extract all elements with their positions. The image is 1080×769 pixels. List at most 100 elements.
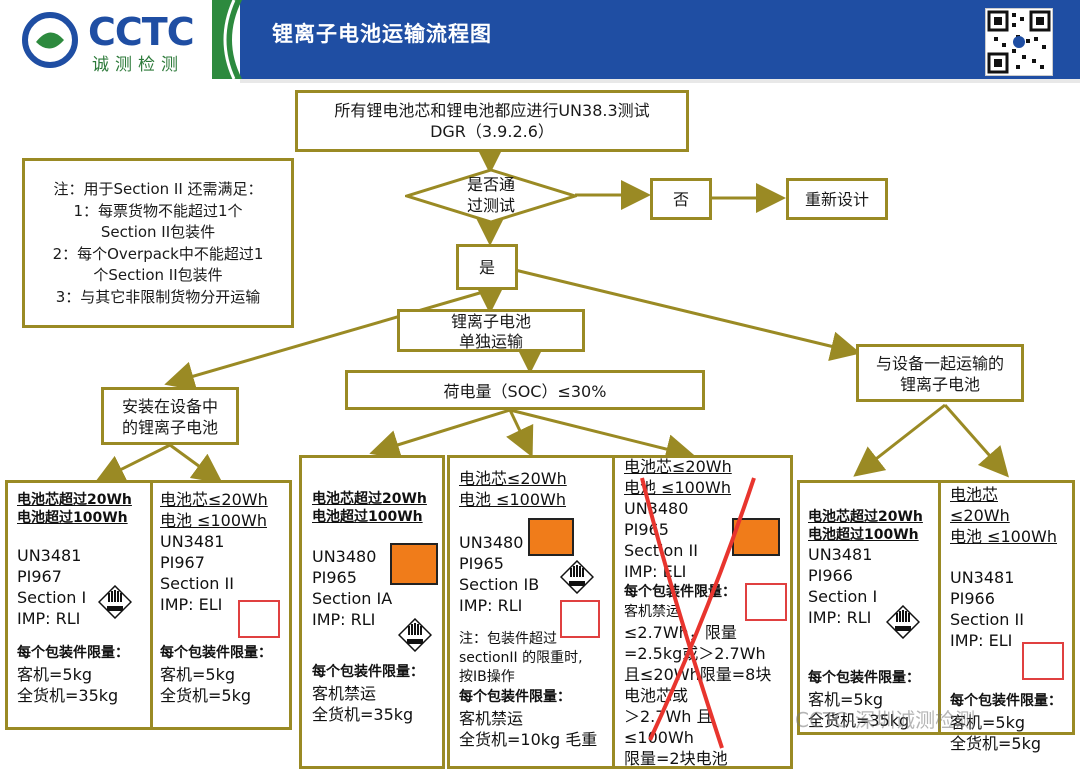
c5-un: UN3480 <box>624 499 689 518</box>
c7-limit-title: 每个包装件限量： <box>950 693 1062 709</box>
c1-section: Section I <box>17 588 87 607</box>
c4-note-2: sectionII 的限重时, <box>459 650 583 666</box>
note-line-6: 3：与其它非限制货物分开运输 <box>55 287 261 306</box>
c4-limit-title: 每个包装件限量： <box>459 689 571 705</box>
note-line-5: 个Section II包装件 <box>93 266 223 284</box>
c6-limit-2: 全货机=35kg <box>808 711 910 730</box>
qr-code-icon <box>985 8 1053 76</box>
watermark: CCTC-深圳诚测检测 <box>795 708 976 732</box>
lithium-battery-mark-icon <box>1022 642 1064 680</box>
cargo-aircraft-only-label-icon <box>390 543 438 585</box>
c1-limit-2: 全货机=35kg <box>17 686 119 705</box>
c3-limit-title: 每个包装件限量： <box>312 664 424 680</box>
c3-limit-1: 客机禁运 <box>312 684 377 703</box>
c7-section: Section II <box>950 610 1024 629</box>
c4-note-1: 注：包装件超过 <box>459 631 557 647</box>
card-c3: 电池芯超过20Wh 电池超过100Wh UN3480 PI965 Section… <box>312 490 427 725</box>
top-line-2: DGR（3.9.2.6） <box>430 122 554 141</box>
c5-heading-2: 电池 ≤100Wh <box>624 478 731 497</box>
c1-heading-2: 电池超过100Wh <box>17 510 128 526</box>
c5-limit-2: ≤2.7Wh，限量 <box>624 623 737 642</box>
installed-cards-frame <box>5 480 292 730</box>
cargo-aircraft-only-label-icon <box>732 518 780 556</box>
c4-heading-1: 电池芯≤20Wh <box>459 469 567 488</box>
cargo-aircraft-only-label-icon <box>528 518 574 556</box>
c7-heading-2: ≤20Wh <box>950 506 1010 525</box>
card-divider <box>150 482 153 728</box>
c2-imp: IMP: ELI <box>160 595 223 614</box>
c4-imp: IMP: RLI <box>459 596 523 615</box>
card-c5: 电池芯≤20Wh 电池 ≤100Wh UN3480 PI965 Section … <box>624 456 771 769</box>
card-c7: 电池芯 ≤20Wh 电池 ≤100Wh UN3481 PI966 Section… <box>950 484 1062 754</box>
c3-heading-2: 电池超过100Wh <box>312 509 423 525</box>
c7-heading-1: 电池芯 <box>950 485 999 504</box>
c2-section: Section II <box>160 574 234 593</box>
c1-limit-title: 每个包装件限量： <box>17 645 129 661</box>
note-line-2: 1：每票货物不能超过1个 <box>73 201 243 220</box>
c7-limit-1: 客机=5kg <box>950 713 1026 732</box>
standalone-card-c3 <box>299 455 445 769</box>
c6-limit-1: 客机=5kg <box>808 690 884 709</box>
c6-imp: IMP: RLI <box>808 608 872 627</box>
c6-heading-1: 电池芯超过20Wh <box>808 509 923 525</box>
with-equipment-box: 与设备一起运输的 锂离子电池 <box>856 344 1024 402</box>
c1-imp: IMP: RLI <box>17 609 81 628</box>
with-equipment-line-1: 与设备一起运输的 <box>875 354 1004 373</box>
top-requirement-box: 所有锂电池芯和锂电池都应进行UN38.3测试 DGR（3.9.2.6） <box>295 90 689 152</box>
decision-line-1: 是否通 <box>466 175 515 194</box>
yes-box: 是 <box>456 244 518 290</box>
title-band <box>240 0 1080 83</box>
c5-heading-1: 电池芯≤20Wh <box>624 457 732 476</box>
header: CCTC 诚测检测 锂离子电池运输流程图 <box>0 0 1080 83</box>
redesign-label: 重新设计 <box>804 190 869 209</box>
c7-pi: PI966 <box>950 589 995 608</box>
standalone-cards-frame <box>447 455 793 769</box>
page-title: 锂离子电池运输流程图 <box>272 22 492 46</box>
c2-heading-1: 电池芯≤20Wh <box>160 490 268 509</box>
decision-line-2: 过测试 <box>466 196 515 215</box>
installed-box: 安装在设备中 的锂离子电池 <box>101 387 239 445</box>
c3-limit-2: 全货机=35kg <box>312 705 414 724</box>
crossed-out-mark <box>640 477 756 749</box>
c4-section: Section IB <box>459 575 540 594</box>
c6-un: UN3481 <box>808 545 873 564</box>
c1-un: UN3481 <box>17 546 82 565</box>
logo-subtitle: 诚测检测 <box>92 55 184 75</box>
c2-limit-1: 客机=5kg <box>160 665 236 684</box>
c4-un: UN3480 <box>459 533 524 552</box>
c6-pi: PI966 <box>808 566 853 585</box>
c6-heading-2: 电池超过100Wh <box>808 527 919 543</box>
c2-pi: PI967 <box>160 553 205 572</box>
card-divider <box>938 482 941 733</box>
c6-limit-title: 每个包装件限量： <box>808 670 920 686</box>
card-c6: 电池芯超过20Wh 电池超过100Wh UN3481 PI966 Section… <box>808 508 923 731</box>
c5-limit-7: ≤100Wh <box>624 728 694 747</box>
c7-un: UN3481 <box>950 568 1015 587</box>
no-box: 否 <box>650 178 712 220</box>
class9-hazard-icon <box>886 605 920 639</box>
c4-limit-2: 全货机=10kg 毛重 <box>459 730 598 749</box>
c7-imp: IMP: ELI <box>950 631 1013 650</box>
class9-hazard-icon <box>560 560 594 594</box>
c7-limit-2: 全货机=5kg <box>950 734 1042 753</box>
c3-imp: IMP: RLI <box>312 610 376 629</box>
c1-limit-1: 客机=5kg <box>17 665 93 684</box>
note-line-1: 注：用于Section II 还需满足： <box>53 180 263 198</box>
lithium-battery-mark-icon <box>238 600 280 638</box>
c4-pi: PI965 <box>459 554 504 573</box>
leaf-decoration-icon <box>212 0 242 79</box>
c4-note-3: 按IB操作 <box>459 669 515 685</box>
standalone-line-1: 锂离子电池 <box>450 312 531 331</box>
installed-line-1: 安装在设备中 <box>121 397 218 416</box>
card-divider <box>612 457 615 769</box>
soc-box: 荷电量（SOC）≤30% <box>345 370 705 410</box>
c5-limit-1: 客机禁运 <box>624 604 680 620</box>
decision-label: 是否通 过测试 <box>445 174 537 216</box>
c7-heading-3: 电池 ≤100Wh <box>950 527 1057 546</box>
c5-limit-3: =2.5kg或＞2.7Wh <box>624 644 766 663</box>
redesign-box: 重新设计 <box>786 178 888 220</box>
c6-section: Section I <box>808 587 878 606</box>
c2-limit-title: 每个包装件限量： <box>160 645 272 661</box>
no-label: 否 <box>672 190 689 209</box>
